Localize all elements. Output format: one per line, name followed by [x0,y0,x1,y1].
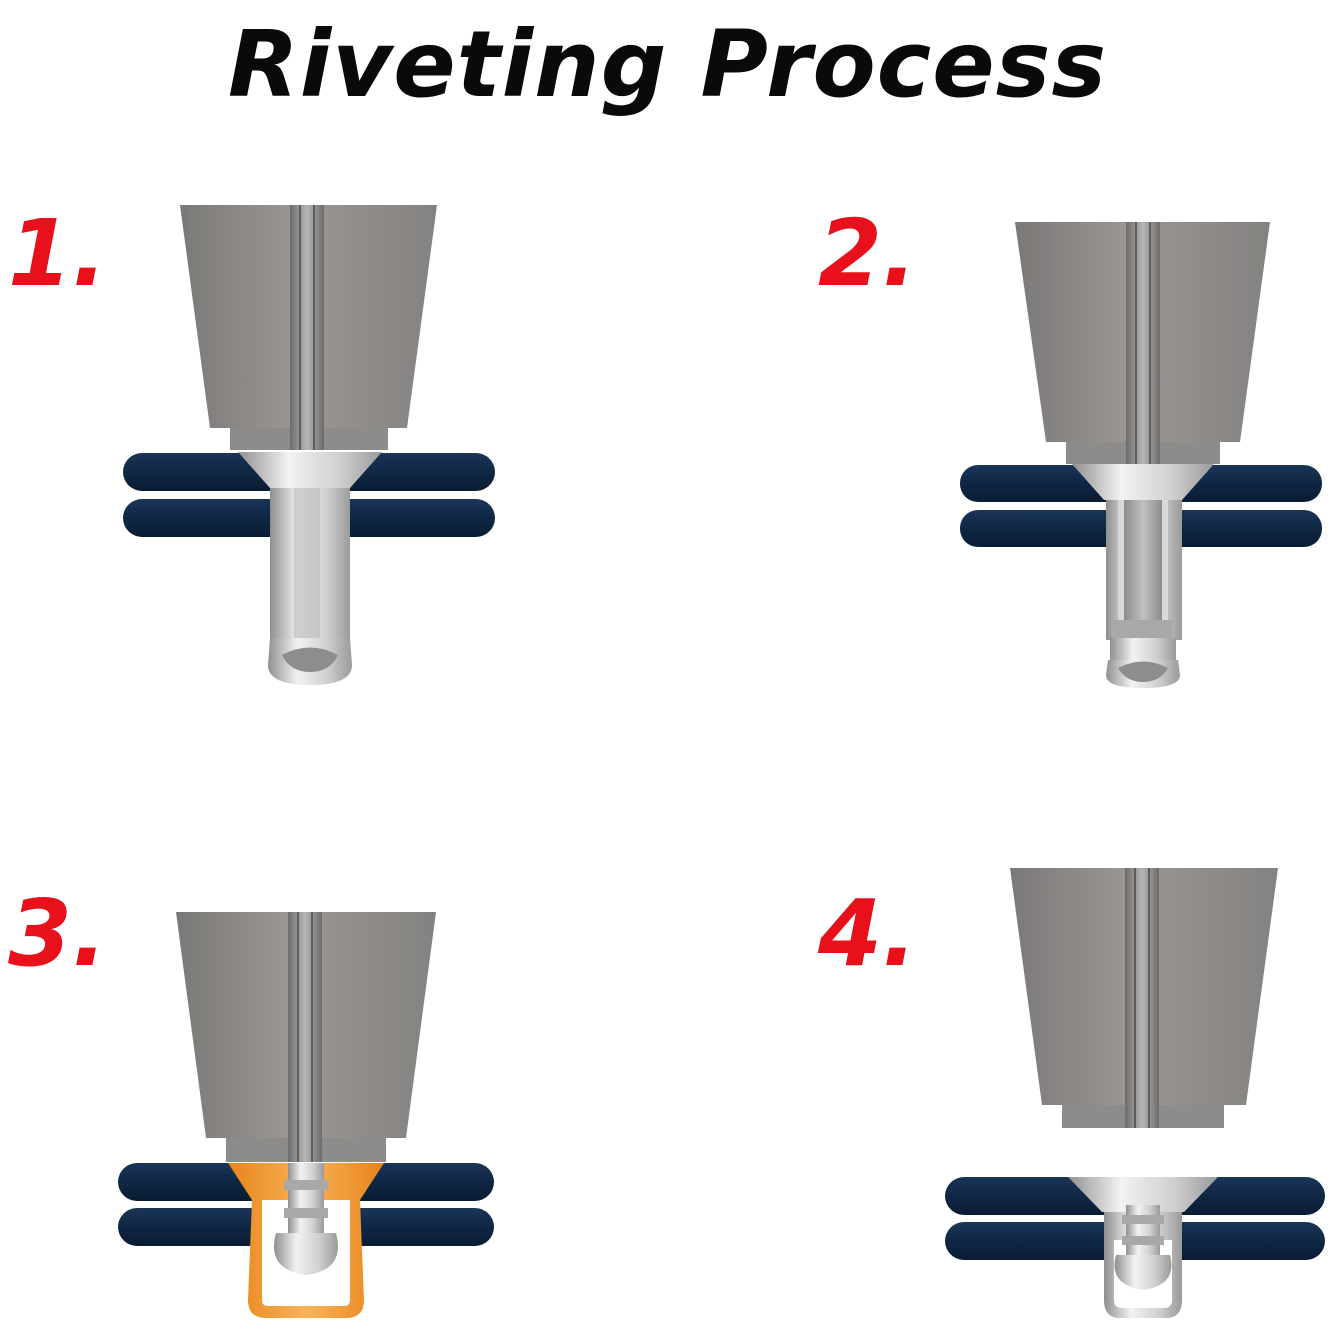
rivet-tool-nose [1010,868,1278,1128]
step-number-3: 3. [8,880,107,987]
mandrel-head [274,1163,338,1275]
blind-rivet [1072,464,1214,688]
step-1-illustration [123,205,495,685]
step-number-4: 4. [818,880,917,987]
step-2-illustration [960,222,1322,688]
rivet-tool-nose [176,912,436,1162]
blind-rivet [238,452,382,685]
rivet-tool-nose [180,205,437,450]
step-3-illustration [118,912,494,1318]
rivet-tool-nose [1015,222,1270,464]
step-number-1: 1. [8,200,107,307]
set-rivet [1068,1177,1218,1318]
step-4-illustration [945,868,1325,1318]
step-number-2: 2. [818,200,917,307]
page-title: Riveting Process [227,11,1108,118]
